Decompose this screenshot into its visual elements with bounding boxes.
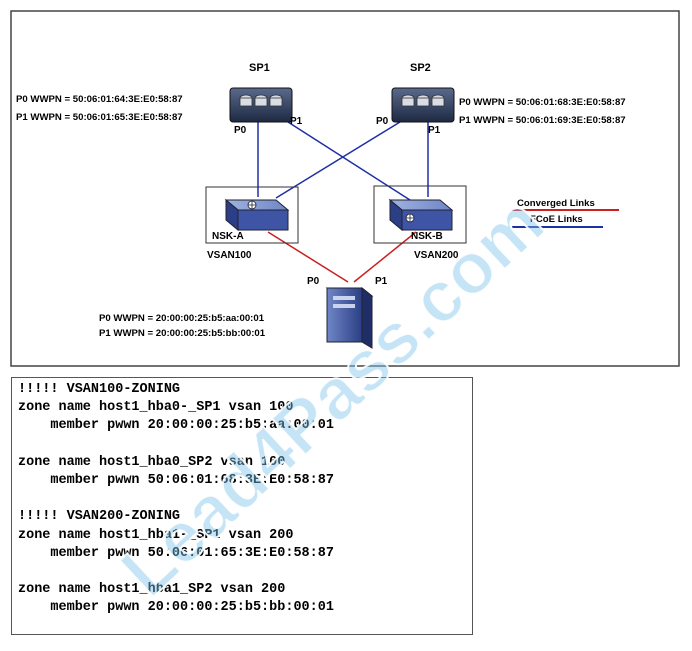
sp2-p0-wwpn: P0 WWPN = 50:06:01:68:3E:E0:58:87 <box>459 97 626 108</box>
config-line: zone name host1_hba0-_SP1 vsan 100 <box>18 400 294 416</box>
config-line: zone name host1_hba1-_SP1 vsan 200 <box>18 527 294 543</box>
legend-converged-label: Converged Links <box>517 198 595 209</box>
zoning-config-text: !!!!! VSAN100-ZONING zone name host1_hba0… <box>12 378 472 617</box>
host-port0-label: P0 <box>307 276 320 287</box>
sp2-port1-label: P1 <box>428 125 441 136</box>
sp2-port0-label: P0 <box>376 116 389 127</box>
sp1-label: SP1 <box>249 62 270 74</box>
sp2-label: SP2 <box>410 62 431 74</box>
host-port1-label: P1 <box>375 276 388 287</box>
disk-icon <box>416 97 430 107</box>
legend-fcoe-label: FCoE Links <box>530 214 583 225</box>
config-line <box>18 490 472 508</box>
disk-icon <box>254 97 268 107</box>
link-sp2p0-nska <box>275 121 401 199</box>
sp1-p1-wwpn: P1 WWPN = 50:06:01:65:3E:E0:58:87 <box>16 112 183 123</box>
nsk-b-enclosure <box>373 185 467 244</box>
sp1-port0-label: P0 <box>234 125 247 136</box>
link-nskb-host <box>353 231 417 283</box>
host-p1-wwpn: P1 WWPN = 20:00:00:25:b5:bb:00:01 <box>99 328 266 339</box>
sp1-storage-processor <box>229 87 293 123</box>
config-line <box>18 563 472 581</box>
host-p0-wwpn: P0 WWPN = 20:00:00:25:b5:aa:00:01 <box>99 313 265 324</box>
sp2-storage-processor <box>391 87 455 123</box>
nsk-a-switch-icon <box>224 198 290 232</box>
config-line: zone name host1_hba1_SP2 vsan 200 <box>18 582 286 598</box>
config-line: member pwwn 50:06:01:68:3E:E0:58:87 <box>18 472 334 488</box>
nsk-b-label: NSK-B <box>411 231 443 242</box>
config-line <box>18 436 472 454</box>
config-line: zone name host1_hba0_SP2 vsan 100 <box>18 454 286 470</box>
sp1-port1-label: P1 <box>290 116 303 127</box>
config-line: !!!!! VSAN100-ZONING <box>18 382 181 397</box>
disk-icon <box>401 97 415 107</box>
host-server-icon <box>325 286 374 349</box>
config-line: member pwwn 20:00:00:25:b5:bb:00:01 <box>18 600 334 616</box>
nsk-a-label: NSK-A <box>212 231 244 242</box>
legend: Converged Links FCoE Links <box>512 198 619 228</box>
nsk-b-switch-icon <box>388 198 454 232</box>
vsan200-label: VSAN200 <box>414 250 459 261</box>
config-line: member pwwn 20:00:00:25:b5:aa:00:01 <box>18 418 334 434</box>
link-nska-host <box>267 231 349 283</box>
config-line: !!!!! VSAN200-ZONING <box>18 509 181 525</box>
disk-icon <box>269 97 283 107</box>
link-sp1p1-nskb <box>287 121 411 201</box>
vsan100-label: VSAN100 <box>207 250 252 261</box>
nsk-a-enclosure <box>205 186 299 244</box>
config-line: member pwwn 50:06:01:65:3E:E0:58:87 <box>18 545 334 561</box>
sp2-p1-wwpn: P1 WWPN = 50:06:01:69:3E:E0:58:87 <box>459 115 626 126</box>
converged-links <box>267 231 417 283</box>
san-topology-diagram: SP1 P0 P1 P0 WWPN = 50:06:01:64:3E:E0:58… <box>10 10 680 367</box>
zoning-config-box: !!!!! VSAN100-ZONING zone name host1_hba0… <box>11 377 473 635</box>
sp1-p0-wwpn: P0 WWPN = 50:06:01:64:3E:E0:58:87 <box>16 94 183 105</box>
disk-icon <box>239 97 253 107</box>
disk-icon <box>431 97 445 107</box>
fcoe-links <box>257 121 429 201</box>
